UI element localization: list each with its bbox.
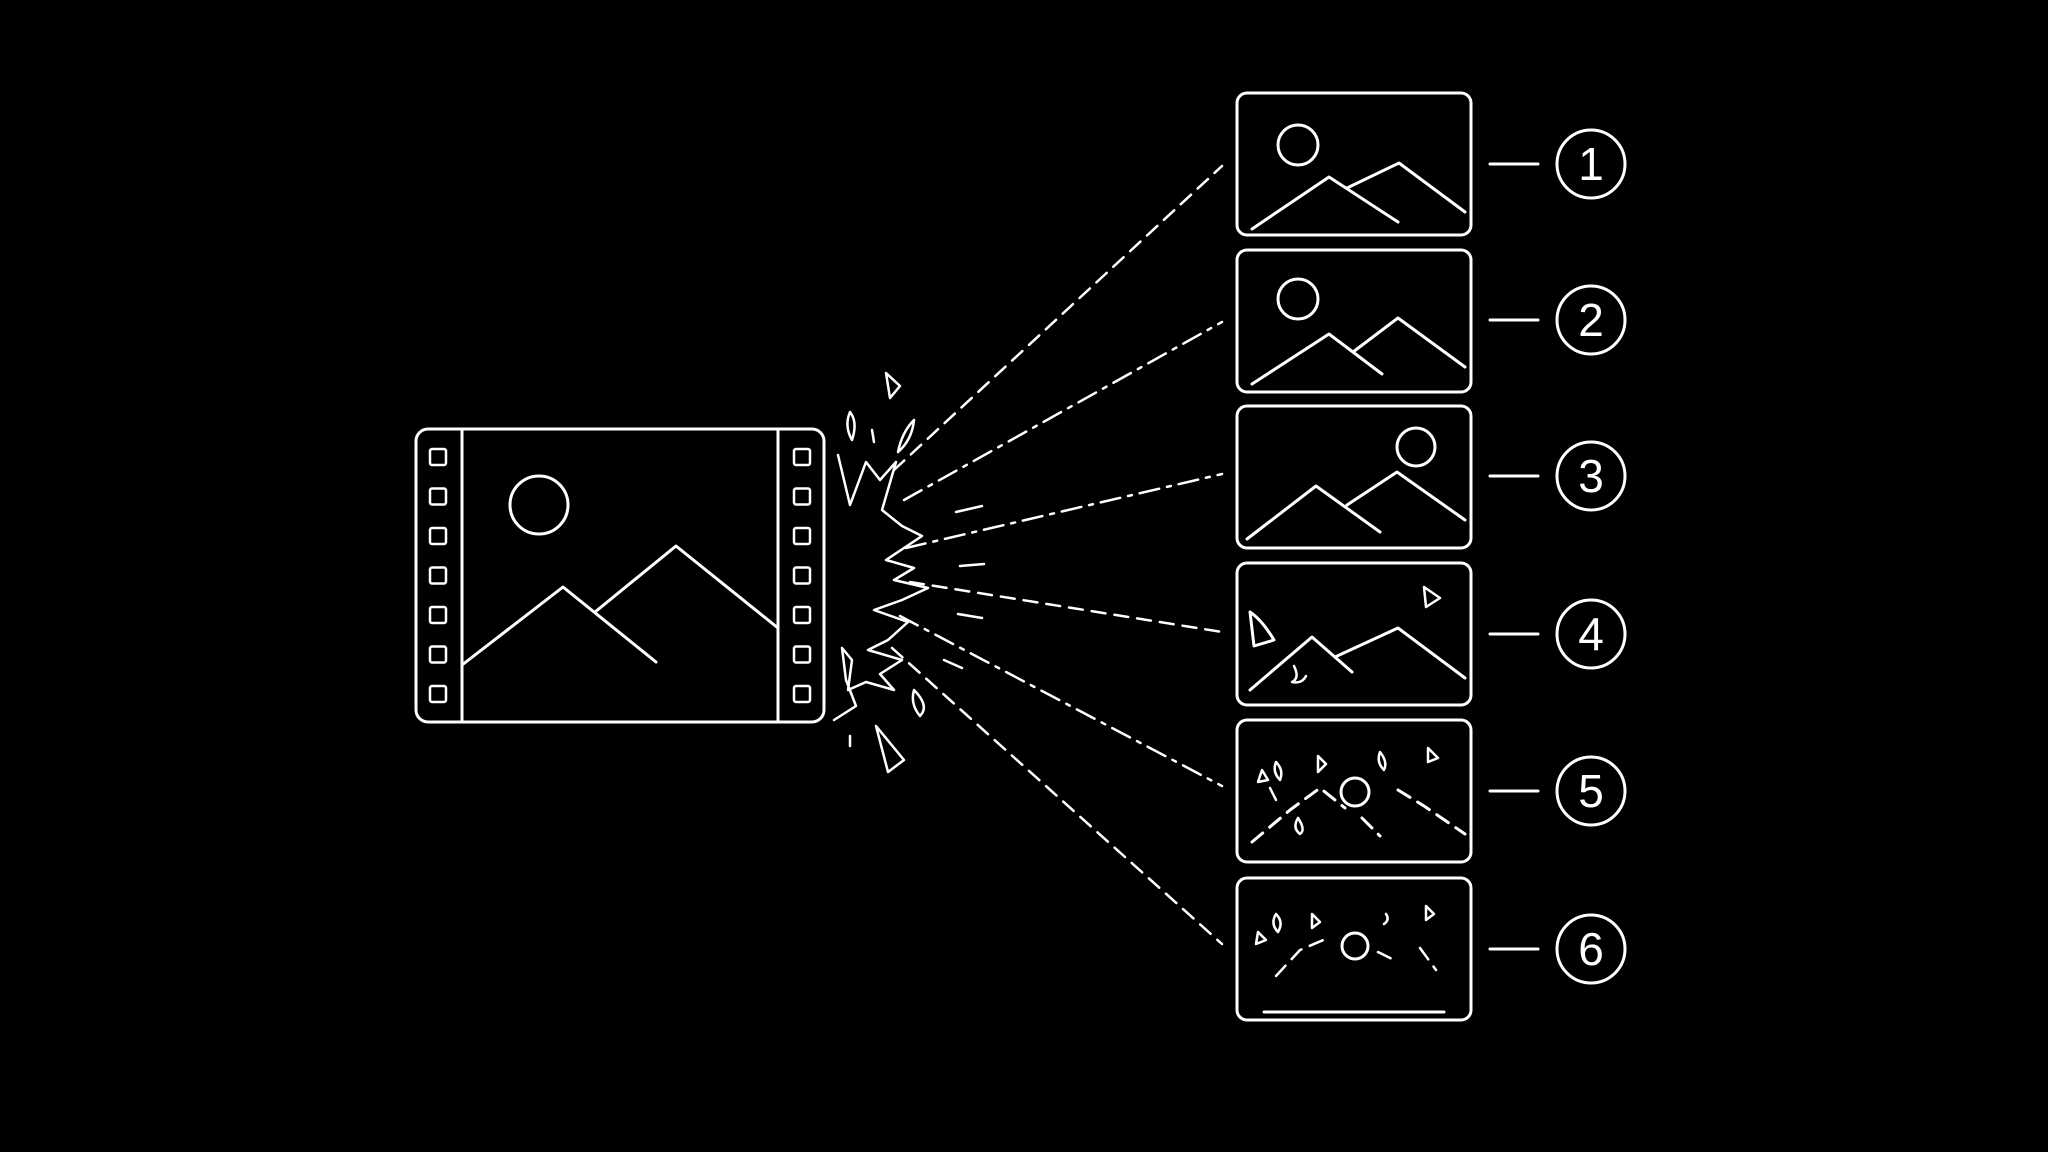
film-strip-icon bbox=[414, 427, 826, 724]
frame-outline bbox=[1235, 876, 1473, 1022]
burst-fragment bbox=[958, 562, 986, 568]
step-number-6: 6 bbox=[1578, 923, 1604, 975]
shard-fragment bbox=[1422, 585, 1442, 609]
sprocket-hole bbox=[428, 605, 448, 625]
broken-mountain-icon bbox=[1376, 950, 1400, 964]
mountain-icon bbox=[1345, 161, 1467, 214]
film-frame-outline bbox=[414, 427, 826, 724]
step-number-4: 4 bbox=[1578, 608, 1604, 660]
burst-shard bbox=[874, 724, 906, 774]
burst-shard bbox=[911, 688, 926, 718]
sprocket-hole bbox=[792, 487, 812, 506]
shard-fragment bbox=[1294, 816, 1304, 836]
mountain-icon bbox=[1345, 470, 1467, 522]
connector-line-4 bbox=[908, 580, 1224, 634]
sprocket-hole bbox=[428, 447, 448, 467]
step-number-badge bbox=[1555, 913, 1627, 985]
connector-line-2 bbox=[902, 320, 1224, 502]
shard-fragment bbox=[1426, 746, 1440, 764]
broken-mountain-icon bbox=[1360, 816, 1382, 838]
frame-4: 4 bbox=[1235, 561, 1627, 707]
broken-mountain-icon bbox=[1396, 788, 1467, 836]
mountain-icon bbox=[1351, 316, 1467, 369]
frame-3: 3 bbox=[1235, 404, 1627, 550]
burst-fragment bbox=[942, 658, 964, 670]
burst-shard bbox=[896, 418, 916, 454]
sun-icon bbox=[1276, 123, 1320, 167]
burst-fragment bbox=[870, 428, 876, 444]
step-number-badge bbox=[1555, 440, 1627, 512]
burst-zigzag-shard bbox=[832, 453, 930, 722]
frame-outline bbox=[1235, 718, 1473, 864]
mountain-icon bbox=[1245, 484, 1382, 541]
frame-2: 2 bbox=[1235, 248, 1627, 394]
frame-outline bbox=[1235, 561, 1473, 707]
burst-fragment bbox=[956, 612, 984, 620]
film-sprocket-holes bbox=[428, 447, 812, 704]
connector-line-5 bbox=[898, 614, 1224, 788]
sprocket-hole bbox=[428, 566, 448, 585]
sprocket-hole bbox=[792, 447, 812, 467]
sun-icon bbox=[508, 474, 570, 536]
shatter-burst bbox=[832, 371, 986, 774]
shard-fragment bbox=[1273, 760, 1283, 782]
step-number-badge bbox=[1555, 598, 1627, 670]
frame-outline bbox=[1235, 91, 1473, 237]
shard-fragment bbox=[1268, 786, 1278, 802]
sprocket-hole bbox=[428, 645, 448, 664]
step-number-2: 2 bbox=[1578, 294, 1604, 346]
step-number-5: 5 bbox=[1578, 765, 1604, 817]
mountain-icon bbox=[1250, 175, 1400, 231]
frame-5: 5 bbox=[1235, 718, 1627, 864]
mountain-icon bbox=[460, 585, 658, 667]
step-number-badge bbox=[1555, 284, 1627, 356]
mountain-icon bbox=[1333, 626, 1467, 680]
step-number-badge bbox=[1555, 755, 1627, 827]
sprocket-hole bbox=[792, 645, 812, 664]
mountain-icon bbox=[1248, 635, 1354, 692]
mountain-icon bbox=[1250, 332, 1384, 386]
sun-icon bbox=[1340, 931, 1370, 961]
frame-outline bbox=[1235, 404, 1473, 550]
sprocket-hole bbox=[428, 684, 448, 704]
shard-fragment bbox=[1290, 664, 1308, 684]
shard-fragment bbox=[1310, 912, 1322, 930]
step-number-badge bbox=[1555, 128, 1627, 200]
sun-icon bbox=[1395, 426, 1437, 468]
shard-fragment bbox=[1256, 768, 1270, 784]
burst-fragment bbox=[954, 504, 984, 514]
connector-line-1 bbox=[892, 164, 1224, 472]
shard-fragment bbox=[1272, 912, 1282, 934]
step-number-3: 3 bbox=[1578, 450, 1604, 502]
sprocket-hole bbox=[792, 684, 812, 704]
sun-icon bbox=[1276, 277, 1320, 321]
burst-shard bbox=[884, 371, 902, 400]
shard-fragment bbox=[1424, 904, 1436, 922]
shard-fragment bbox=[1248, 610, 1276, 648]
connector-line-6 bbox=[890, 646, 1224, 946]
step-number-1: 1 bbox=[1578, 138, 1604, 190]
sprocket-hole bbox=[792, 605, 812, 625]
frame-outline bbox=[1235, 248, 1473, 394]
frame-1: 1 bbox=[1235, 91, 1627, 237]
mountain-icon bbox=[593, 544, 780, 630]
sprocket-hole bbox=[428, 487, 448, 506]
shard-fragment bbox=[1316, 754, 1328, 774]
sprocket-hole bbox=[792, 566, 812, 585]
burst-shard bbox=[846, 410, 856, 442]
broken-mountain-icon bbox=[1274, 936, 1330, 978]
broken-mountain-icon bbox=[1418, 946, 1438, 972]
broken-mountain-icon bbox=[1250, 786, 1347, 844]
shard-fragment bbox=[1382, 912, 1389, 926]
sprocket-hole bbox=[792, 526, 812, 546]
connector-lines bbox=[890, 164, 1224, 946]
sun-icon bbox=[1339, 776, 1371, 808]
sprocket-hole bbox=[428, 526, 448, 546]
shard-fragment bbox=[1254, 930, 1268, 946]
shard-fragment bbox=[1377, 750, 1387, 772]
connector-line-3 bbox=[904, 472, 1224, 550]
frame-6: 6 bbox=[1235, 876, 1627, 1022]
